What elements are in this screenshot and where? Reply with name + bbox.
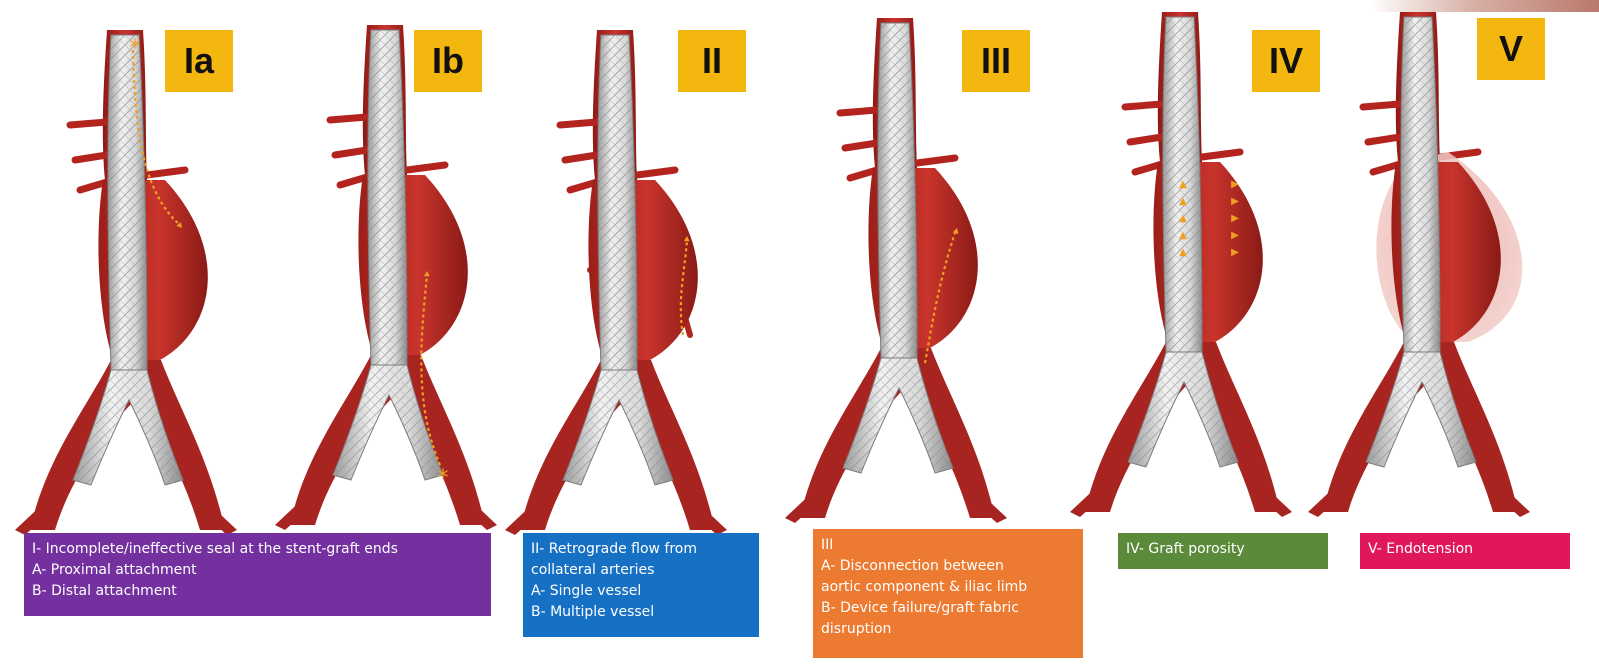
figure-1: * bbox=[15, 30, 237, 535]
caption-type-2-line: B- Multiple vessel bbox=[531, 602, 751, 623]
caption-type-3-line: III bbox=[821, 535, 1075, 556]
svg-text:▶: ▶ bbox=[1231, 230, 1239, 241]
caption-type-5-line: V- Endotension bbox=[1368, 539, 1562, 560]
caption-type-3-line: B- Device failure/graft fabric bbox=[821, 598, 1075, 619]
svg-text:*: * bbox=[438, 466, 449, 491]
caption-type-1-line: I- Incomplete/ineffective seal at the st… bbox=[32, 539, 483, 560]
svg-text:▲: ▲ bbox=[1179, 213, 1187, 224]
badge-v: V bbox=[1477, 18, 1545, 80]
caption-type-3-line: A- Disconnection between bbox=[821, 556, 1075, 577]
svg-text:▲: ▲ bbox=[1179, 247, 1187, 258]
caption-type-1-line: A- Proximal attachment bbox=[32, 560, 483, 581]
svg-text:▲: ▲ bbox=[1179, 179, 1187, 190]
caption-type-3: III A- Disconnection between aortic comp… bbox=[813, 529, 1083, 658]
figure-3 bbox=[505, 30, 727, 535]
badge-iii: III bbox=[962, 30, 1030, 92]
svg-text:*: * bbox=[130, 36, 141, 61]
badge-ib: Ib bbox=[414, 30, 482, 92]
badge-ia: Ia bbox=[165, 30, 233, 92]
caption-type-3-line: disruption bbox=[821, 619, 1075, 640]
svg-text:▶: ▶ bbox=[1231, 196, 1239, 207]
svg-text:▶: ▶ bbox=[1231, 213, 1239, 224]
figure-4 bbox=[785, 18, 1007, 523]
svg-text:▲: ▲ bbox=[1179, 196, 1187, 207]
caption-type-4-line: IV- Graft porosity bbox=[1126, 539, 1320, 560]
badge-ii: II bbox=[678, 30, 746, 92]
svg-text:▲: ▲ bbox=[1179, 230, 1187, 241]
caption-type-2-line: collateral arteries bbox=[531, 560, 751, 581]
svg-text:▶: ▶ bbox=[1231, 247, 1239, 258]
figure-6 bbox=[1308, 12, 1530, 517]
figure-2: * bbox=[275, 25, 497, 530]
caption-type-1: I- Incomplete/ineffective seal at the st… bbox=[24, 533, 491, 616]
caption-type-2: II- Retrograde flow from collateral arte… bbox=[523, 533, 759, 637]
caption-type-3-line: aortic component & iliac limb bbox=[821, 577, 1075, 598]
caption-type-4: IV- Graft porosity bbox=[1118, 533, 1328, 569]
caption-type-2-line: II- Retrograde flow from bbox=[531, 539, 751, 560]
caption-type-2-line: A- Single vessel bbox=[531, 581, 751, 602]
svg-text:▶: ▶ bbox=[1231, 179, 1239, 190]
badge-iv: IV bbox=[1252, 30, 1320, 92]
caption-type-1-line: B- Distal attachment bbox=[32, 581, 483, 602]
caption-type-5: V- Endotension bbox=[1360, 533, 1570, 569]
